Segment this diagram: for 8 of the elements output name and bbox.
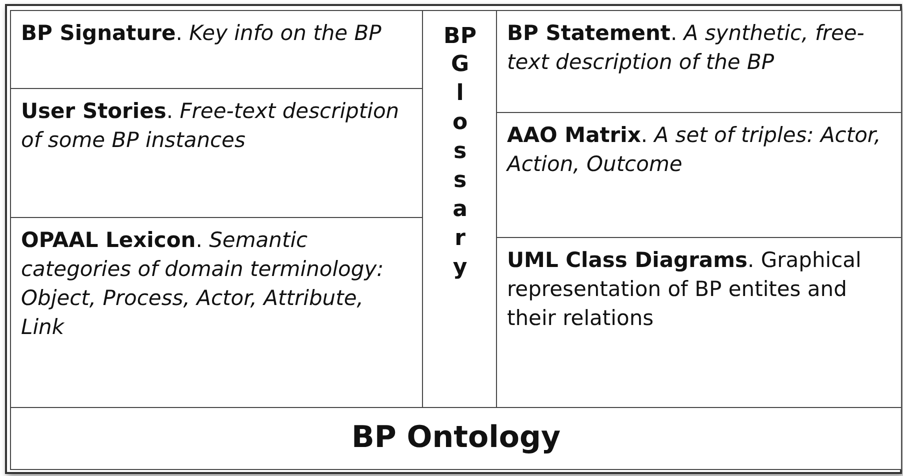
text-cell: AAO Matrix. A set of triples: Actor, Action, Outcome — [496, 112, 902, 239]
text-cell: User Stories. Free-text description of some BP instances — [10, 88, 424, 219]
text-cell: BP Statement. A synthetic, free-text description of the BP — [496, 10, 902, 114]
vertical-title-cell: BP Glossary — [422, 10, 498, 409]
text-cell: UML Class Diagrams. Graphical representation of BP entites and their relations — [496, 237, 902, 409]
text-cell: OPAAL Lexicon. Semantic categories of domain terminology: Object, Process, Actor, Attribute, Link — [10, 217, 424, 409]
band-title-cell: BP Ontology — [10, 407, 902, 470]
text-cell: BP Signature. Key info on the BP — [10, 10, 424, 90]
